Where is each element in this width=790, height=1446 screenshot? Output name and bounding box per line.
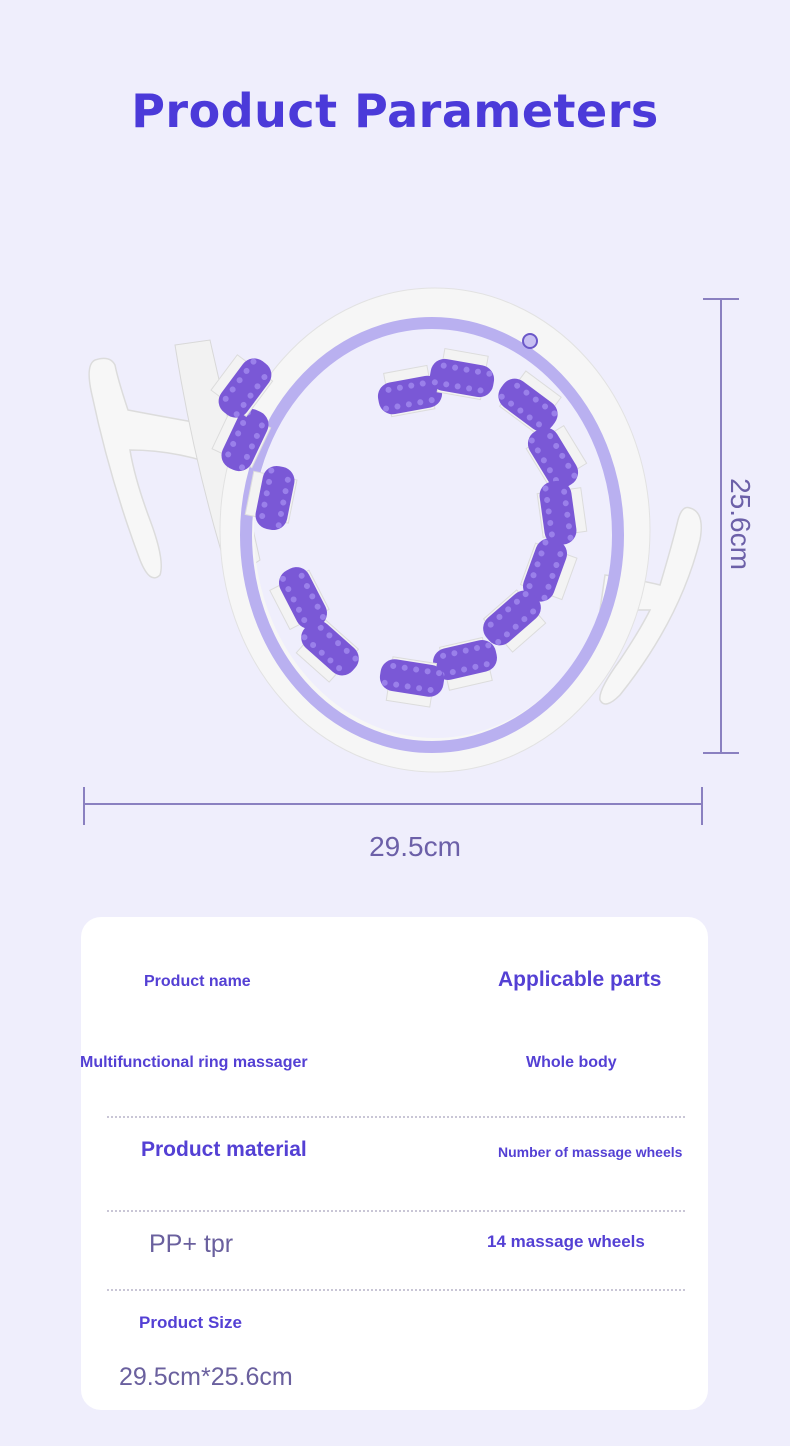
massage-roller	[211, 408, 272, 472]
material-label: Product material	[141, 1138, 307, 1161]
massage-rollers	[210, 347, 588, 708]
applicable-parts-value: Whole body	[526, 1054, 617, 1071]
height-dimension-label: 25.6cm	[725, 478, 756, 570]
size-value: 29.5cm*25.6cm	[119, 1363, 293, 1391]
wheels-value: 14 massage wheels	[487, 1232, 645, 1251]
height-dimension-line	[720, 298, 722, 753]
height-dimension-cap-bottom	[703, 752, 739, 754]
divider	[107, 1116, 685, 1118]
applicable-parts-label: Applicable parts	[498, 968, 662, 991]
massage-roller	[244, 465, 298, 531]
massage-roller	[379, 656, 445, 708]
ring-outer	[220, 288, 650, 772]
product-name-label: Product name	[144, 973, 251, 990]
width-dimension-cap-right	[701, 787, 703, 825]
divider	[107, 1210, 685, 1212]
massage-roller	[269, 567, 330, 631]
massage-roller	[519, 538, 578, 602]
massage-roller	[536, 480, 588, 546]
ring-clasp	[522, 333, 538, 349]
spec-card: Product name Applicable parts Multifunct…	[80, 917, 708, 1410]
width-dimension-line	[83, 803, 702, 805]
divider	[107, 1289, 685, 1291]
product-name-value: Multifunctional ring massager	[80, 1054, 308, 1071]
massage-roller	[482, 589, 547, 653]
material-value: PP+ tpr	[149, 1230, 234, 1258]
massage-roller	[377, 364, 443, 418]
width-dimension-label: 29.5cm	[369, 831, 461, 862]
wheels-label: Number of massage wheels	[498, 1144, 683, 1160]
width-dimension-cap-left	[83, 787, 85, 825]
massage-roller	[429, 347, 495, 401]
page-title: Product Parameters	[131, 84, 659, 138]
size-label: Product Size	[139, 1313, 242, 1332]
massage-roller	[525, 424, 588, 489]
height-dimension-cap-top	[703, 298, 739, 300]
massage-roller	[498, 370, 562, 434]
ring-purple-band	[240, 317, 624, 753]
massage-roller	[210, 354, 274, 418]
ring-massager-image	[88, 287, 702, 773]
right-handle	[599, 506, 702, 705]
massage-roller	[295, 619, 360, 683]
